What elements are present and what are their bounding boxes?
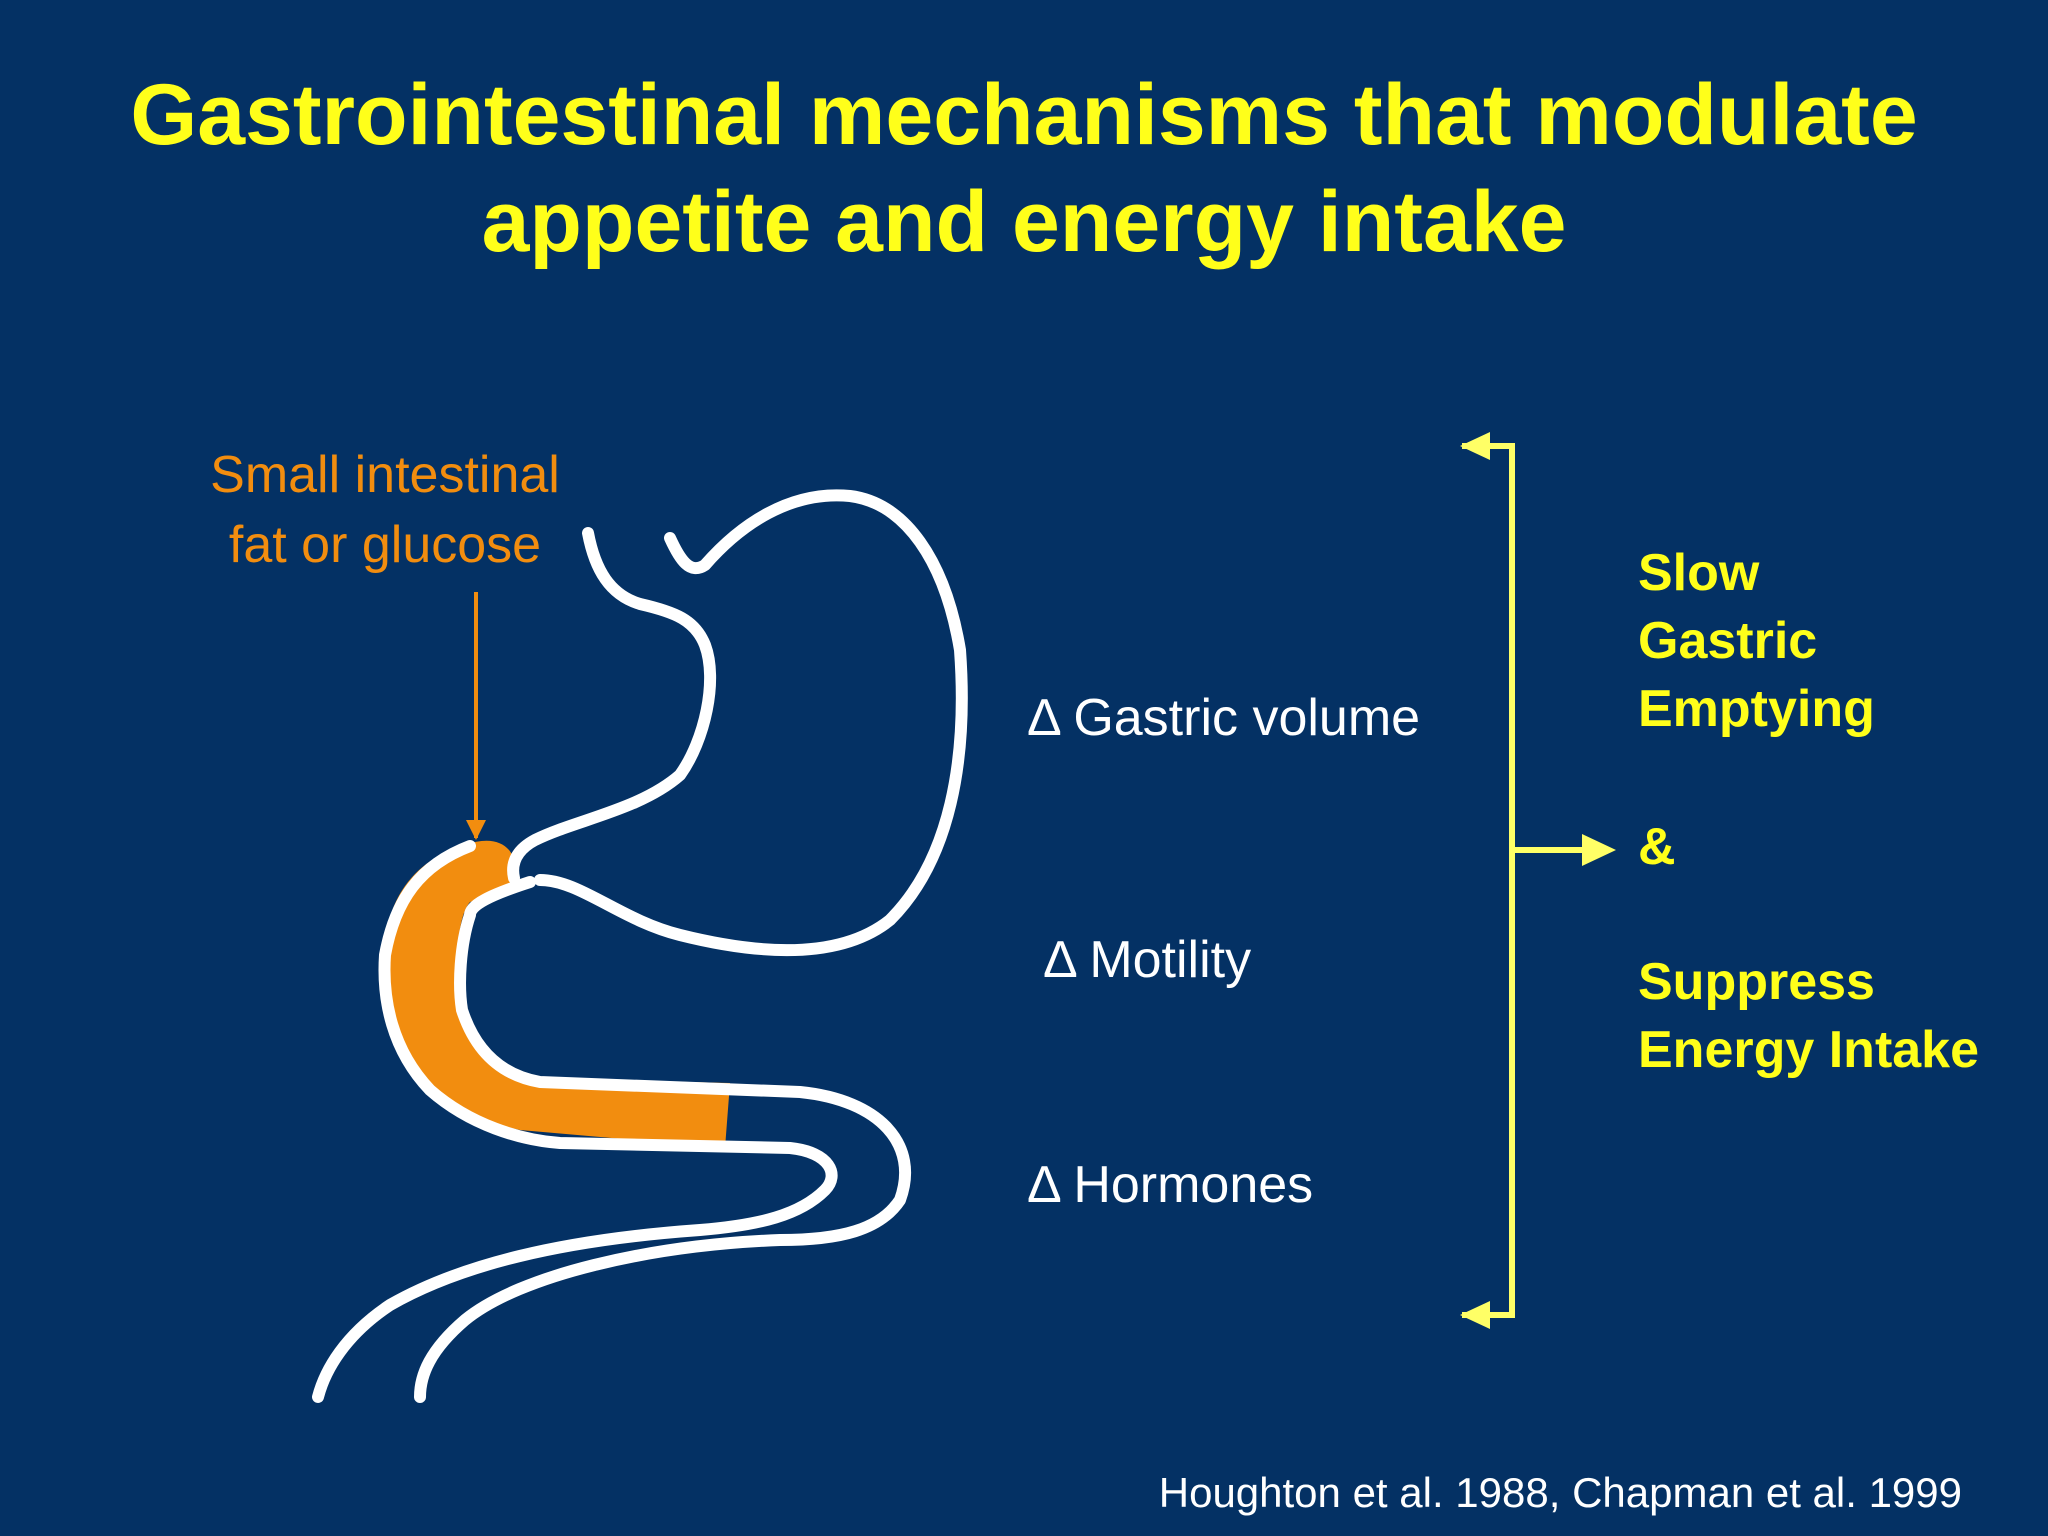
slide-title-line-2: appetite and energy intake — [481, 174, 1567, 270]
outcome-gastric-emptying: Slow Gastric Emptying — [1638, 539, 1875, 743]
bracket-top-arrowhead — [1460, 432, 1490, 460]
duodenum-highlight — [385, 840, 730, 1148]
stimulus-label-line-1: Small intestinal — [210, 446, 560, 504]
outcome-energy-intake: Suppress Energy Intake — [1638, 948, 1979, 1084]
stomach-greater-curvature — [534, 489, 968, 957]
citation: Houghton et al. 1988, Chapman et al. 199… — [1158, 1469, 1962, 1516]
stimulus-label: Small intestinal fat or glucose — [160, 440, 610, 580]
effect-motility: Δ Motility — [1043, 931, 1252, 989]
effect-gastric-volume: Δ Gastric volume — [1027, 689, 1421, 747]
esophagus-left-wall — [507, 527, 717, 884]
slide-title: Gastrointestinal mechanisms that modulat… — [0, 62, 2048, 276]
bracket-output-arrowhead — [1582, 834, 1616, 866]
duodenum-inner-wall — [414, 876, 911, 1403]
stimulus-label-line-2: fat or glucose — [228, 516, 542, 574]
effects-bracket — [1462, 443, 1590, 1318]
outcome-line-energy-intake: Energy Intake — [1638, 1021, 1980, 1079]
outcome-connector: & — [1638, 818, 1676, 876]
outcome-line-emptying: Emptying — [1638, 680, 1875, 738]
outcome-line-gastric: Gastric — [1638, 612, 1818, 670]
outcome-line-slow: Slow — [1638, 544, 1760, 602]
bracket-bottom-arrowhead — [1460, 1301, 1490, 1329]
effect-hormones: Δ Hormones — [1027, 1156, 1314, 1214]
gi-outline — [312, 489, 968, 1403]
slide-title-line-1: Gastrointestinal mechanisms that modulat… — [130, 67, 1918, 163]
outcome-line-suppress: Suppress — [1638, 953, 1875, 1011]
intestine-outer-wall — [312, 840, 838, 1403]
